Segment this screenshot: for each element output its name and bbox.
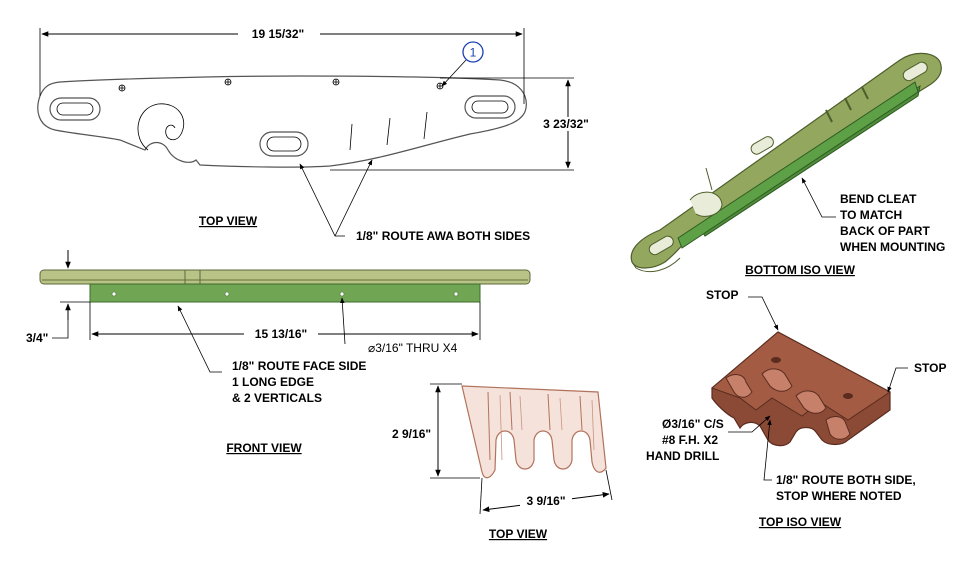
- front-view-route-note-1: 1/8" ROUTE FACE SIDE: [232, 359, 366, 373]
- top-view-center-slot: [259, 131, 309, 157]
- bottom-iso-note-3: BACK OF PART: [840, 224, 930, 238]
- small-top-view-width-dimension: 3 9/16": [479, 469, 613, 515]
- top-iso-route-note-1: 1/8" ROUTE BOTH SIDE,: [776, 473, 916, 487]
- top-view-part: [37, 75, 527, 168]
- front-view-route-leader: [177, 305, 222, 373]
- top-iso-slot-2: [761, 368, 793, 392]
- callout-balloon: 1: [441, 41, 484, 87]
- bottom-iso-slot-right: [902, 61, 928, 82]
- top-iso-title: TOP ISO VIEW: [759, 515, 842, 529]
- top-view-outline: [37, 75, 527, 168]
- top-view-groove-1: [349, 123, 353, 151]
- front-view-board: [39, 269, 531, 285]
- front-view-part: [39, 269, 531, 303]
- front-view-title: FRONT VIEW: [226, 441, 302, 455]
- top-iso-stop-left: STOP: [706, 288, 738, 302]
- small-top-view-height-label: 2 9/16": [392, 427, 431, 441]
- bottom-iso-slot-left: [648, 235, 674, 256]
- top-iso-route-note-2: STOP WHERE NOTED: [776, 489, 902, 503]
- bottom-iso-note-4: WHEN MOUNTING: [840, 240, 945, 254]
- front-view-route-note-3: & 2 VERTICALS: [232, 391, 322, 405]
- top-view-slot-right: [464, 95, 516, 119]
- bottom-iso-note-leader: [801, 177, 836, 218]
- top-iso-hole-note-2: #8 F.H. X2: [662, 433, 718, 447]
- small-top-view-title: TOP VIEW: [489, 527, 548, 541]
- top-iso-hole-2: [843, 393, 853, 399]
- top-view-center-slot-inner: [266, 136, 302, 152]
- top-view-title: TOP VIEW: [199, 214, 258, 228]
- bottom-iso-center-slot: [750, 136, 774, 155]
- top-view-route-note: 1/8" ROUTE AWA BOTH SIDES: [356, 229, 530, 243]
- top-view-slot-right-inner: [471, 100, 509, 114]
- front-view-hole-note: ⌀3/16" THRU X4: [368, 341, 458, 355]
- top-iso-stop-right: STOP: [914, 361, 946, 375]
- top-iso-stop-left-leader: [748, 296, 779, 331]
- front-view-length-label: 15 13/16": [255, 327, 307, 341]
- bottom-iso-note-2: TO MATCH: [840, 208, 902, 222]
- top-view-groove-2: [386, 117, 391, 146]
- small-top-view-height-dimension: 2 9/16": [392, 383, 480, 479]
- top-iso-hole-note-3: HAND DRILL: [646, 449, 719, 463]
- small-top-view-outline: [461, 385, 607, 479]
- top-view-slot-left: [49, 97, 101, 121]
- top-iso-slot-1: [725, 374, 753, 398]
- top-view-height-label: 3 23/32": [543, 117, 589, 131]
- bottom-iso-hook: [689, 191, 723, 217]
- top-iso-hole-leader: [728, 415, 771, 433]
- top-iso-slot-3: [795, 390, 827, 414]
- front-view-cleat: [89, 283, 481, 303]
- top-view-route-leader: [299, 159, 373, 237]
- top-view-height-dimension: 3 23/32": [330, 77, 596, 171]
- front-view-thickness-dimension: 3/4": [26, 250, 90, 345]
- top-view-screw-marks: [118, 78, 444, 92]
- small-top-view-part: [461, 385, 607, 479]
- top-view-width-label: 19 15/32": [252, 27, 304, 41]
- callout-number: 1: [470, 46, 477, 60]
- top-iso-slot-4: [825, 416, 851, 440]
- top-view-hook: [137, 103, 184, 151]
- top-iso-hole-note-1: Ø3/16" C/S: [662, 417, 724, 431]
- top-view-groove-3: [423, 111, 428, 140]
- top-view-slot-left-inner: [56, 102, 94, 116]
- top-iso-route-leader: [763, 419, 772, 481]
- top-iso-stop-right-leader: [887, 367, 908, 393]
- top-iso-part: [711, 331, 891, 447]
- bottom-iso-title: BOTTOM ISO VIEW: [745, 263, 855, 277]
- front-view-route-note-2: 1 LONG EDGE: [232, 375, 314, 389]
- small-top-view-width-label: 3 9/16": [526, 494, 565, 508]
- bottom-iso-grooves: [825, 86, 869, 123]
- top-iso-hole-1: [771, 357, 781, 363]
- bottom-iso-note-1: BEND CLEAT: [840, 192, 917, 206]
- bottom-iso-part: [630, 52, 942, 273]
- front-view-thickness-label: 3/4": [26, 331, 48, 345]
- front-view-hole-leader: [340, 297, 346, 345]
- top-view-width-dimension: 19 15/32": [39, 26, 525, 104]
- front-view-length-dimension: 15 13/16": [89, 302, 481, 341]
